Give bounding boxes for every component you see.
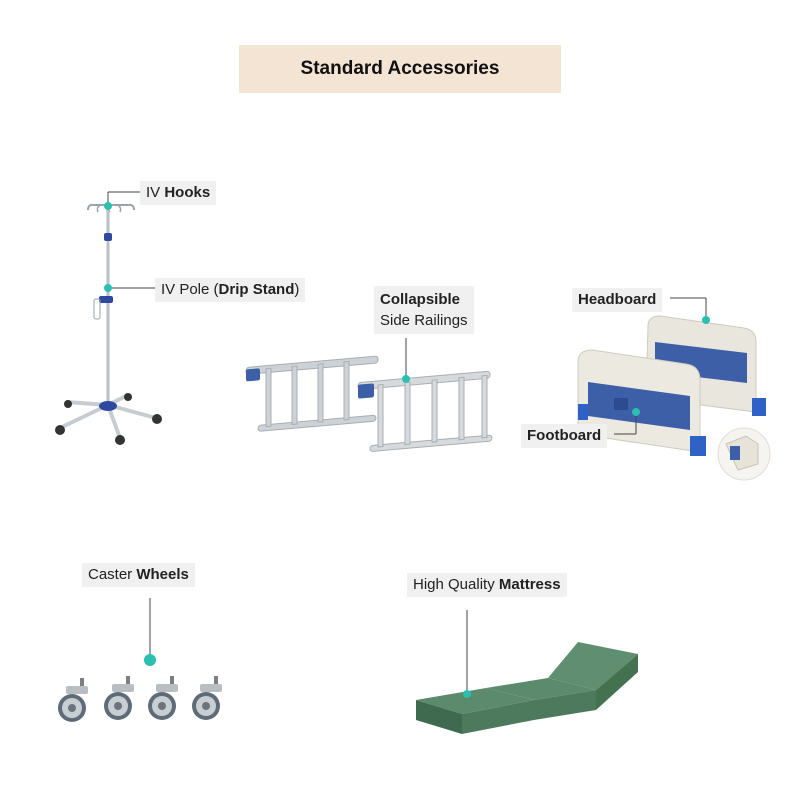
caster-wheel-4 xyxy=(192,676,222,720)
caster-wheels-label: Caster Wheels xyxy=(82,563,195,587)
iv-hooks-label: IV Hooks xyxy=(140,181,217,205)
footboard-label: Footboard xyxy=(521,424,608,448)
headboard-label: Headboard xyxy=(572,288,663,312)
caster-wheel-2 xyxy=(104,676,134,720)
headboard-footboard-image xyxy=(577,297,771,481)
iv-pole-image xyxy=(55,191,162,445)
side-railings-image xyxy=(245,338,493,452)
caster-wheels-image xyxy=(58,598,222,722)
mattress-image xyxy=(416,610,638,734)
caster-wheel-1 xyxy=(58,678,88,722)
iv-pole-label: IV Pole (Drip Stand) xyxy=(155,278,306,302)
mattress-label: High Quality Mattress xyxy=(407,573,567,597)
page-title: Standard Accessories xyxy=(239,45,561,93)
caster-wheel-3 xyxy=(148,676,178,720)
